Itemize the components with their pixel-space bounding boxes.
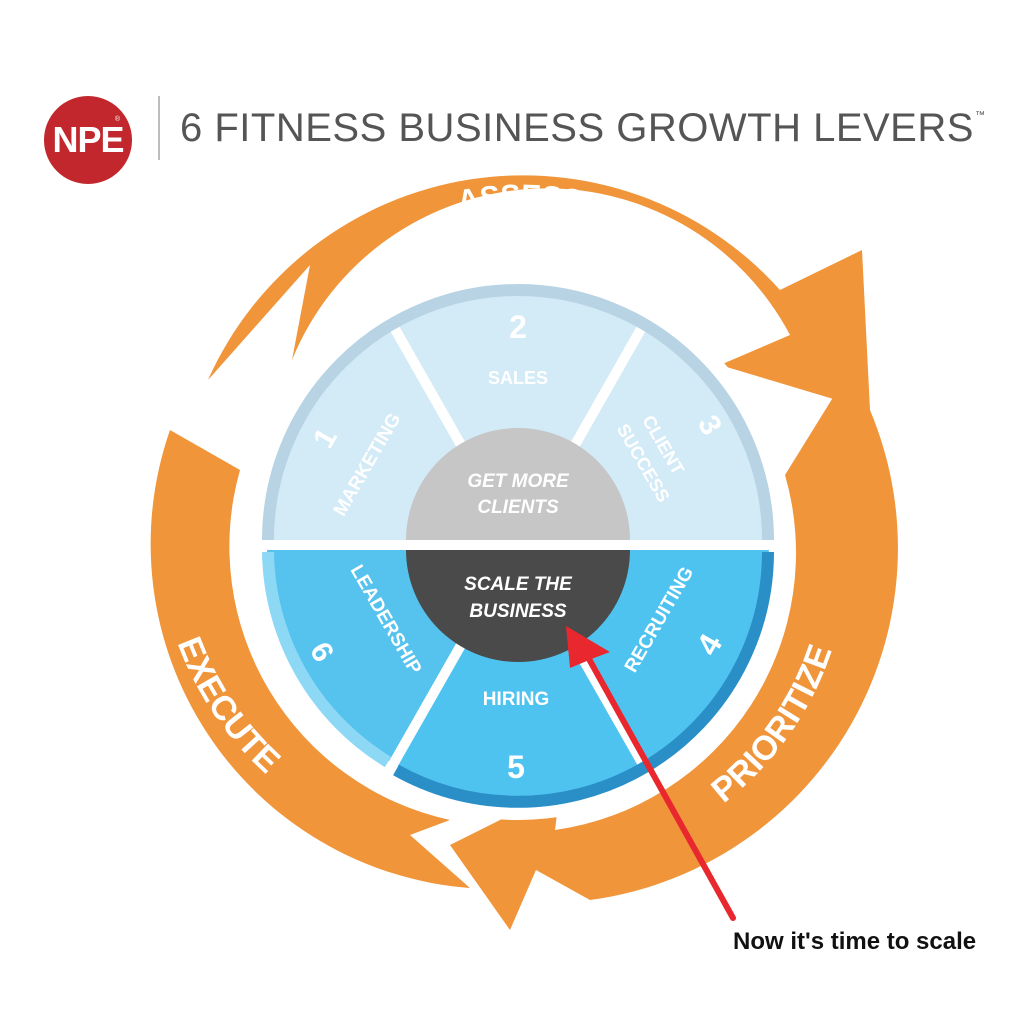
center-labels: GET MORE CLIENTS SCALE THE BUSINESS — [464, 471, 573, 622]
center-bottom-line2: BUSINESS — [469, 601, 566, 622]
title-trademark: ™ — [975, 110, 985, 121]
segment-rim-top — [262, 284, 774, 541]
assess-label: ASSESS — [455, 179, 585, 218]
execute-arrow — [150, 430, 470, 888]
npe-logo: NPE ® — [44, 96, 132, 184]
lever-2-number: 2 — [509, 309, 527, 345]
center-top — [406, 428, 630, 540]
header-divider — [158, 96, 160, 160]
lever-5-label: HIRING — [483, 689, 550, 710]
segment-rim-leadership — [262, 551, 392, 768]
center-top-line1: GET MORE — [467, 471, 570, 492]
callout-arrow — [566, 626, 736, 921]
assess-arrow — [208, 175, 870, 410]
wheel-divider — [255, 540, 785, 550]
cycle-arrows — [150, 175, 898, 930]
lever-5-number: 5 — [507, 749, 525, 785]
center-bottom-line1: SCALE THE — [464, 574, 573, 595]
lever-2-label: SALES — [488, 368, 548, 388]
lever-wheel — [243, 270, 793, 820]
callout-arrow-shaft — [581, 647, 736, 921]
header: NPE ® 6 FITNESS BUSINESS GROWTH LEVERS ™ — [0, 0, 1024, 190]
callout-text: Now it's time to scale — [733, 928, 977, 955]
page-title: 6 FITNESS BUSINESS GROWTH LEVERS — [180, 106, 974, 150]
callout-arrowhead — [566, 626, 610, 668]
center-top-line2: CLIENTS — [477, 497, 559, 518]
segment-rim-bottom — [393, 551, 774, 808]
logo-registered-mark: ® — [114, 116, 120, 123]
logo-text: NPE — [52, 119, 124, 160]
prioritize-arrow — [450, 370, 898, 930]
